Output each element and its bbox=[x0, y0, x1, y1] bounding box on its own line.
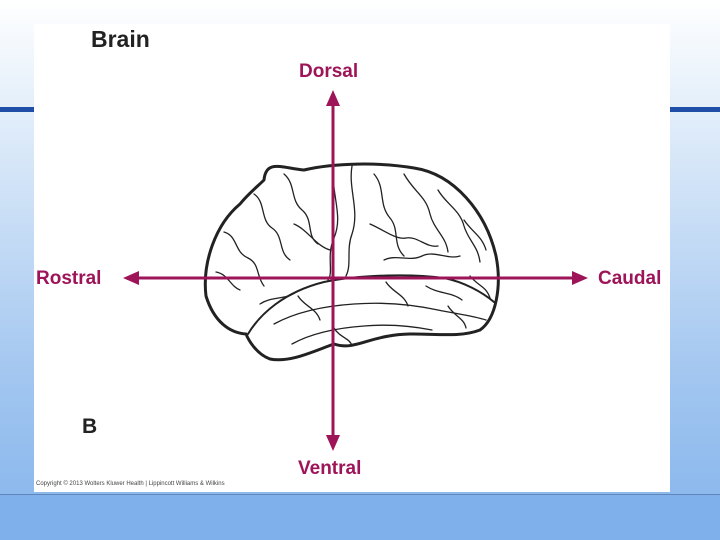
brain-lateral-view-icon bbox=[203, 162, 500, 362]
accent-stripe-left bbox=[0, 107, 34, 112]
caudal-arrowhead-icon bbox=[572, 271, 588, 285]
ventral-label: Ventral bbox=[298, 458, 362, 479]
footer-divider bbox=[0, 494, 720, 495]
accent-stripe-right bbox=[670, 107, 720, 112]
orientation-axes bbox=[123, 90, 588, 451]
figure-panel: Brain Dorsal Ventral Rostral Caudal B Co… bbox=[34, 24, 670, 492]
dorsal-label: Dorsal bbox=[299, 61, 359, 82]
diagram-canvas bbox=[123, 90, 588, 451]
rostral-label: Rostral bbox=[36, 268, 102, 289]
figure-title: Brain bbox=[91, 26, 150, 52]
panel-label: B bbox=[82, 415, 98, 438]
ventral-arrowhead-icon bbox=[326, 435, 340, 451]
copyright-notice: Copyright © 2013 Wolters Kluwer Health |… bbox=[36, 481, 225, 487]
dorsal-arrowhead-icon bbox=[326, 90, 340, 106]
caudal-label: Caudal bbox=[598, 268, 662, 289]
footer-band bbox=[0, 495, 720, 540]
rostral-arrowhead-icon bbox=[123, 271, 139, 285]
